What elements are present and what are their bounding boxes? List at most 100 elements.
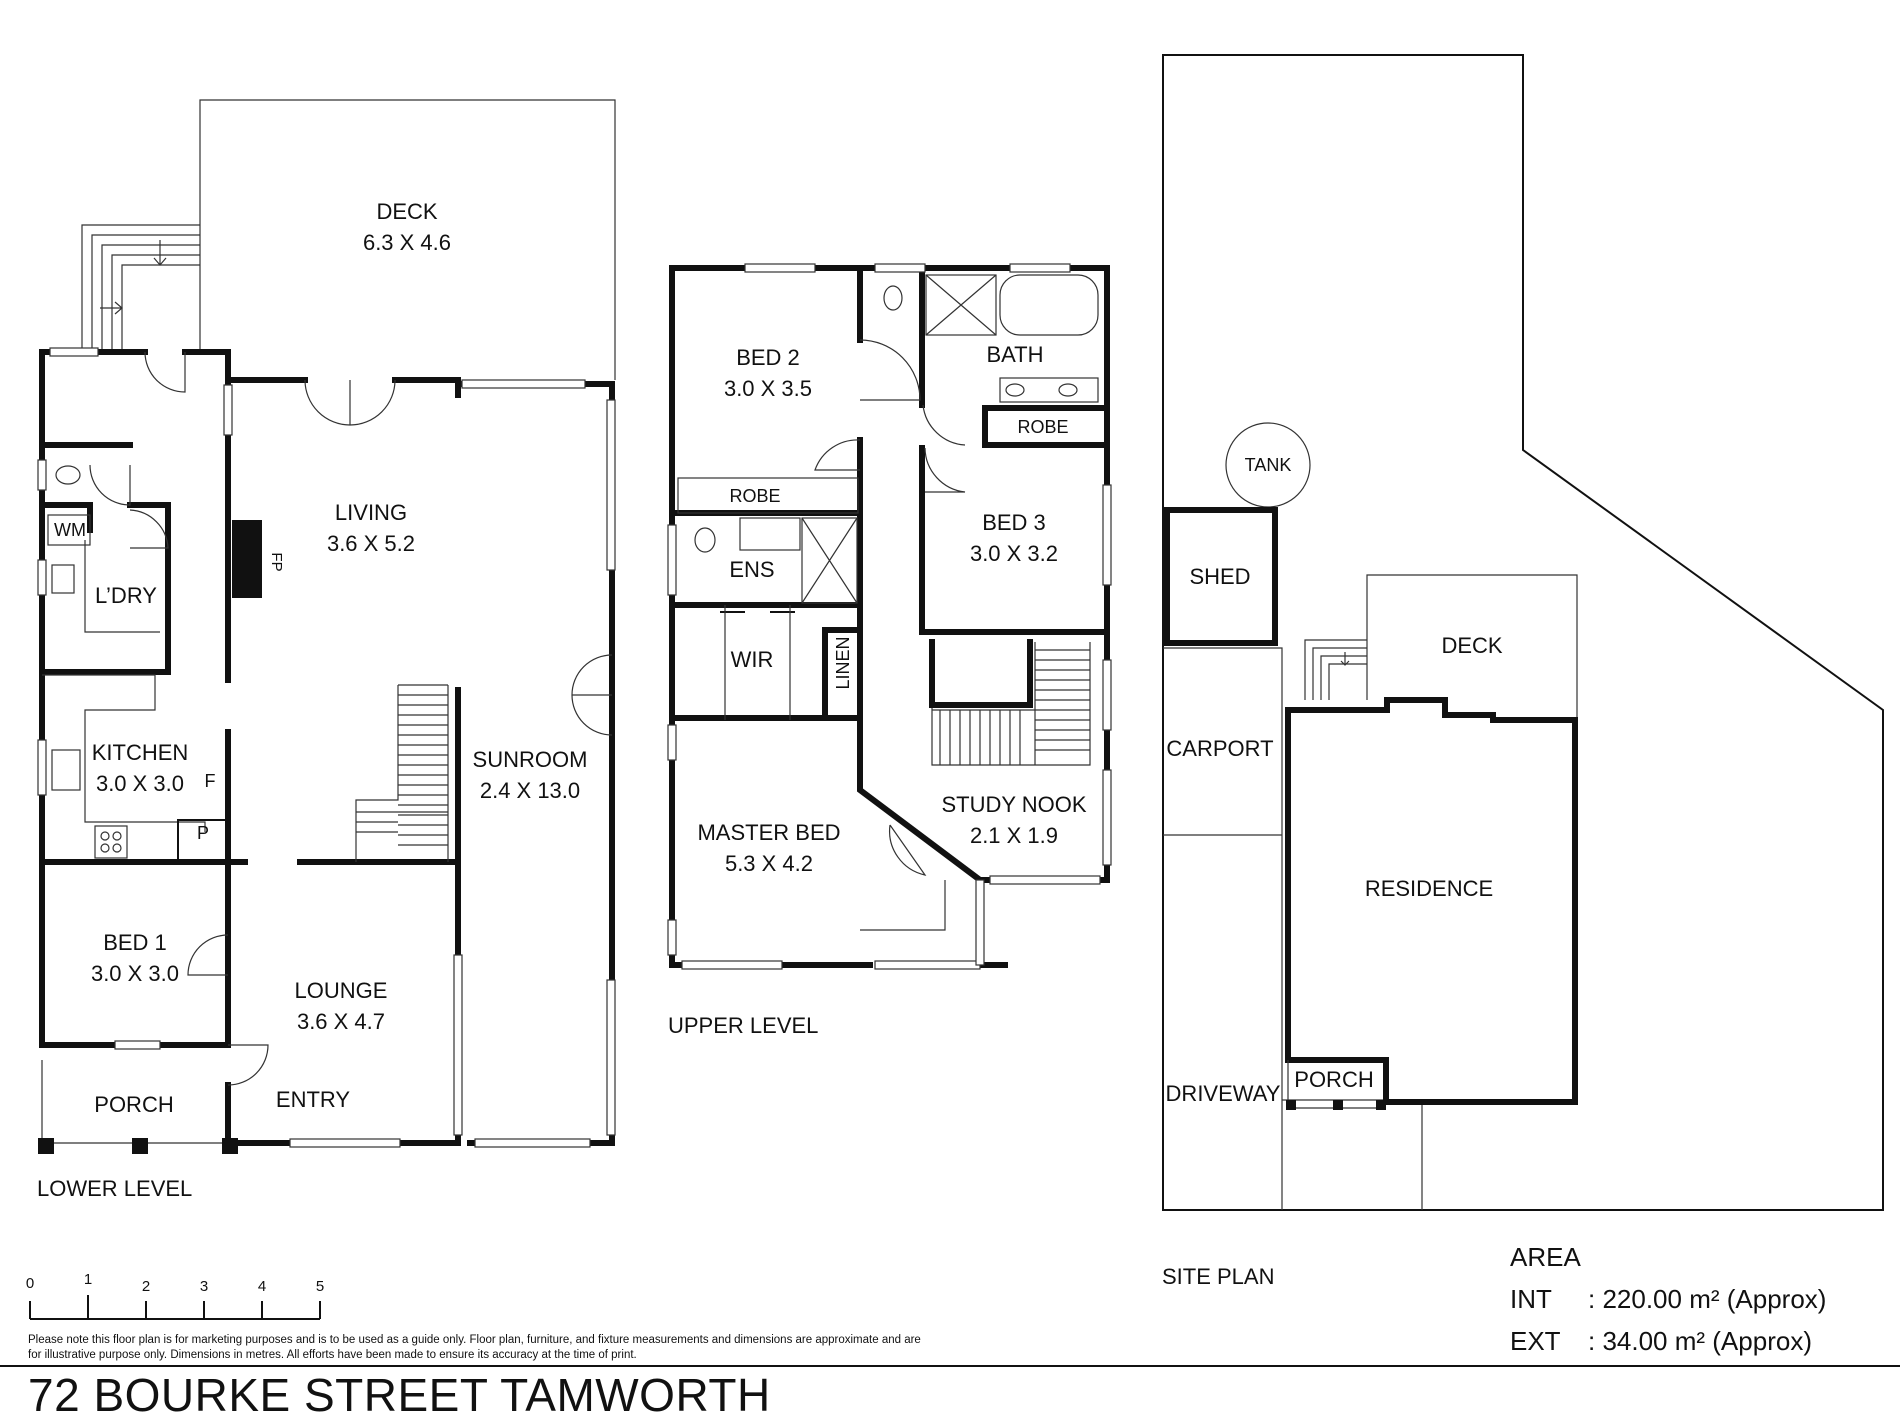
residence-label: RESIDENCE [1365, 876, 1493, 901]
master-label: MASTER BED [697, 820, 840, 845]
site-deck-outline [1366, 574, 1578, 720]
window-bath [1009, 263, 1071, 273]
porch-post-3 [222, 1138, 238, 1154]
wall-bed1 [39, 862, 231, 1048]
bed1-label: BED 1 [103, 930, 167, 955]
wir-shelves [724, 605, 791, 720]
window-sunroom-east [606, 399, 616, 571]
deck-label: DECK [376, 199, 437, 224]
carport-outline [1163, 647, 1283, 1210]
lower-level-label: LOWER LEVEL [37, 1176, 192, 1201]
window-living-west [223, 384, 233, 436]
window-sunroom-north [461, 379, 586, 389]
window-bed3 [1102, 484, 1112, 586]
site-porch-label: PORCH [1294, 1067, 1373, 1092]
bed2-size: 3.0 X 3.5 [724, 376, 812, 401]
step-arrows [100, 240, 167, 315]
door-bath-2 [922, 404, 966, 446]
window-study [1102, 769, 1112, 866]
window-study-south [989, 875, 1101, 885]
area-summary: AREA INT : 220.00 m² (Approx) EXT: 34.00 … [1510, 1236, 1826, 1362]
window-lounge-south [289, 1138, 401, 1148]
lower-stairs [355, 684, 448, 862]
ensuite-toilet [694, 527, 716, 553]
master-size: 5.3 X 4.2 [725, 851, 813, 876]
area-ext-value: : 34.00 m² (Approx) [1588, 1326, 1812, 1356]
wall-bath-bed3 [919, 265, 1110, 635]
door-bed3 [924, 447, 966, 493]
area-int-label: INT [1510, 1284, 1552, 1314]
linen-cupboard [822, 627, 863, 721]
lounge-label: LOUNGE [295, 978, 388, 1003]
window-ensuite [667, 524, 677, 596]
window-master-south [681, 960, 783, 970]
laundry-walls [39, 442, 171, 675]
window-stair [1102, 659, 1112, 731]
scale-tick-3: 3 [200, 1278, 208, 1295]
living-label: LIVING [335, 500, 407, 525]
stair-lines [356, 685, 449, 862]
upper-stair-treads [932, 649, 1090, 765]
site-porch-post-2 [1333, 1100, 1343, 1110]
door-bed2 [814, 439, 861, 471]
site-step-arrow [1340, 652, 1350, 666]
upper-level-plan: BED 2 3.0 X 3.5 BATH ROBE ROBE BED 3 3.0… [667, 263, 1112, 1038]
bed1-size: 3.0 X 3.0 [91, 961, 179, 986]
bed2-robe [677, 477, 859, 514]
window-sunroom-east-2 [606, 979, 616, 1136]
laundry-tub [51, 564, 75, 594]
fireplace [232, 520, 262, 598]
ensuite-shower [801, 517, 858, 604]
window-north [49, 347, 99, 357]
door-master [888, 824, 927, 876]
wm-label: WM [54, 520, 86, 540]
door-deck [304, 379, 396, 426]
bath-label: BATH [986, 342, 1043, 367]
wir-label: WIR [731, 647, 774, 672]
window-bed2 [744, 263, 816, 273]
robe-bed3-label: ROBE [1017, 417, 1068, 437]
window-master-south-2 [874, 960, 981, 970]
window-master-west [667, 724, 677, 761]
wall-north-living [225, 377, 461, 398]
site-boundary [1162, 54, 1884, 1211]
sunroom-label: SUNROOM [473, 747, 588, 772]
wall-north-sunroom [455, 381, 615, 1146]
area-int-row: INT : 220.00 m² (Approx) [1510, 1278, 1826, 1320]
window-wc [37, 459, 47, 491]
area-heading: AREA [1510, 1242, 1581, 1272]
window-sunroom-south [474, 1138, 591, 1148]
door-entry [227, 1044, 269, 1086]
door-sunroom [571, 654, 613, 736]
bottom-rule [0, 1365, 1900, 1367]
window-lounge-east [453, 954, 463, 1136]
residence-outline [1285, 697, 1578, 1105]
deck-steps [81, 224, 200, 350]
window-kitchen [37, 739, 47, 796]
scale-tick-0: 0 [26, 1275, 34, 1292]
living-size: 3.6 X 5.2 [327, 531, 415, 556]
lower-level-plan: DECK 6.3 X 4.6 LIVING 3.6 X 5.2 FP WM L’… [37, 99, 616, 1201]
pantry-label: P [197, 823, 209, 843]
study-size: 2.1 X 1.9 [970, 823, 1058, 848]
study-label: STUDY NOOK [941, 792, 1086, 817]
vanity-bath [999, 377, 1099, 403]
porch-label: PORCH [94, 1092, 173, 1117]
site-plan: TANK SHED DECK CARPORT RESIDENCE DRIVEWA… [1162, 54, 1884, 1289]
door-laundry-outside [144, 351, 186, 393]
site-porch-post-3 [1376, 1100, 1386, 1110]
sunroom-size: 2.4 X 13.0 [480, 778, 580, 803]
lounge-size: 3.6 X 4.7 [297, 1009, 385, 1034]
porch-post-1 [38, 1138, 54, 1154]
door-bed1 [187, 934, 229, 976]
area-ext-row: EXT: 34.00 m² (Approx) [1510, 1320, 1826, 1362]
master-bench [860, 880, 946, 931]
shed-label: SHED [1189, 564, 1250, 589]
washing-machine [47, 514, 91, 546]
window-bay [975, 879, 985, 966]
deck-size: 6.3 X 4.6 [363, 230, 451, 255]
carport-label: CARPORT [1166, 736, 1273, 761]
disclaimer-text: Please note this floor plan is for marke… [28, 1334, 921, 1361]
area-int-value: : 220.00 m² (Approx) [1588, 1284, 1827, 1314]
